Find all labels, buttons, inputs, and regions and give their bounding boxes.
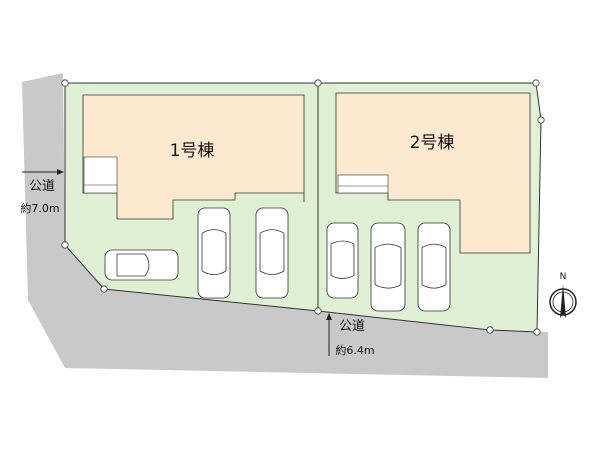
road-2-width: 約6.4m: [335, 343, 374, 357]
boundary-marker: [61, 241, 69, 249]
public-road: [22, 73, 548, 378]
boundary-marker: [532, 79, 540, 87]
road-1-width: 約7.0m: [20, 201, 59, 215]
building-1-label: 1号棟: [170, 141, 215, 161]
parked-car-icon: [104, 249, 179, 281]
boundary-marker: [314, 307, 322, 315]
building-2-label: 2号棟: [410, 133, 455, 153]
boundary-marker: [533, 328, 541, 336]
svg-text:N: N: [560, 272, 567, 282]
boundary-marker: [486, 326, 494, 334]
building-2-entrance: [337, 174, 389, 194]
road-2-label: 公道: [339, 319, 365, 334]
parked-car-icon: [326, 222, 359, 299]
boundary-marker: [314, 79, 322, 87]
parked-car-icon: [417, 222, 451, 312]
parked-car-icon: [370, 222, 406, 312]
parked-car-icon: [255, 207, 289, 299]
boundary-marker: [61, 79, 69, 87]
road-1-label: 公道: [29, 179, 55, 194]
boundary-marker: [537, 116, 545, 124]
building-1-entrance: [83, 156, 118, 194]
compass-icon: N: [549, 272, 577, 318]
boundary-marker: [100, 285, 108, 293]
parked-car-icon: [197, 207, 231, 299]
